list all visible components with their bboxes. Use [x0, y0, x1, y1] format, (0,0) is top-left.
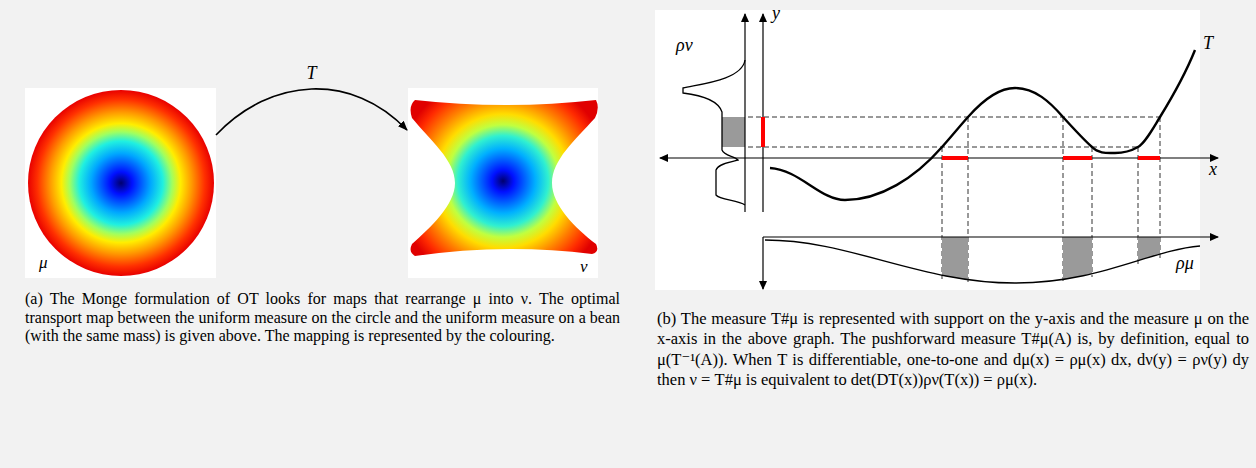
- curve-label: T: [1203, 34, 1213, 54]
- caption-text: (b) The measure T#μ is represented with …: [657, 309, 1249, 390]
- image-panel: ν: [408, 88, 598, 278]
- measure-label: μ: [39, 254, 48, 273]
- axis-label: x: [1209, 160, 1217, 180]
- transport-arrow: [216, 89, 407, 135]
- image-panel: μ: [25, 88, 216, 278]
- axis-label: y: [772, 4, 780, 24]
- caption-text: (a) The Monge formulation of OT looks fo…: [25, 290, 620, 346]
- measure-label: ν: [580, 258, 588, 277]
- density-label: ρμ: [1176, 254, 1194, 274]
- density-label: ρν: [676, 36, 693, 56]
- map-label: T: [306, 64, 316, 84]
